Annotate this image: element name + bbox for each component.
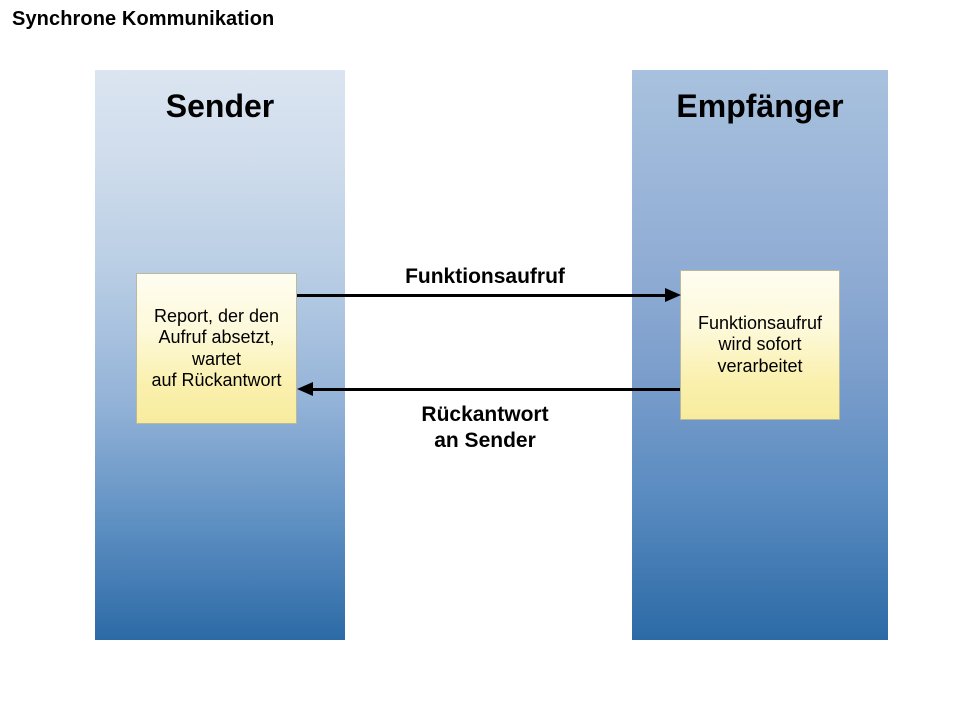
page-title: Synchrone Kommunikation bbox=[12, 8, 275, 30]
lifeline-receiver-title: Empfänger bbox=[676, 88, 844, 124]
arrow-label-reply: Rückantwort an Sender bbox=[421, 403, 549, 453]
note-box-sender-text: Report, der den Aufruf absetzt, wartet a… bbox=[151, 306, 282, 390]
arrow-reply-line bbox=[310, 388, 680, 391]
arrow-label-call: Funktionsaufruf bbox=[405, 265, 565, 288]
arrowhead-left-icon bbox=[297, 382, 313, 396]
note-box-receiver-text: Funktionsaufruf wird sofort verarbeitet bbox=[697, 313, 823, 376]
note-box-receiver: Funktionsaufruf wird sofort verarbeitet bbox=[680, 270, 840, 420]
arrow-call-line bbox=[297, 294, 671, 297]
lifeline-sender-title: Sender bbox=[165, 88, 275, 124]
lifeline-receiver: Empfänger bbox=[632, 70, 888, 640]
arrowhead-right-icon bbox=[665, 288, 681, 302]
note-box-sender: Report, der den Aufruf absetzt, wartet a… bbox=[136, 273, 297, 424]
